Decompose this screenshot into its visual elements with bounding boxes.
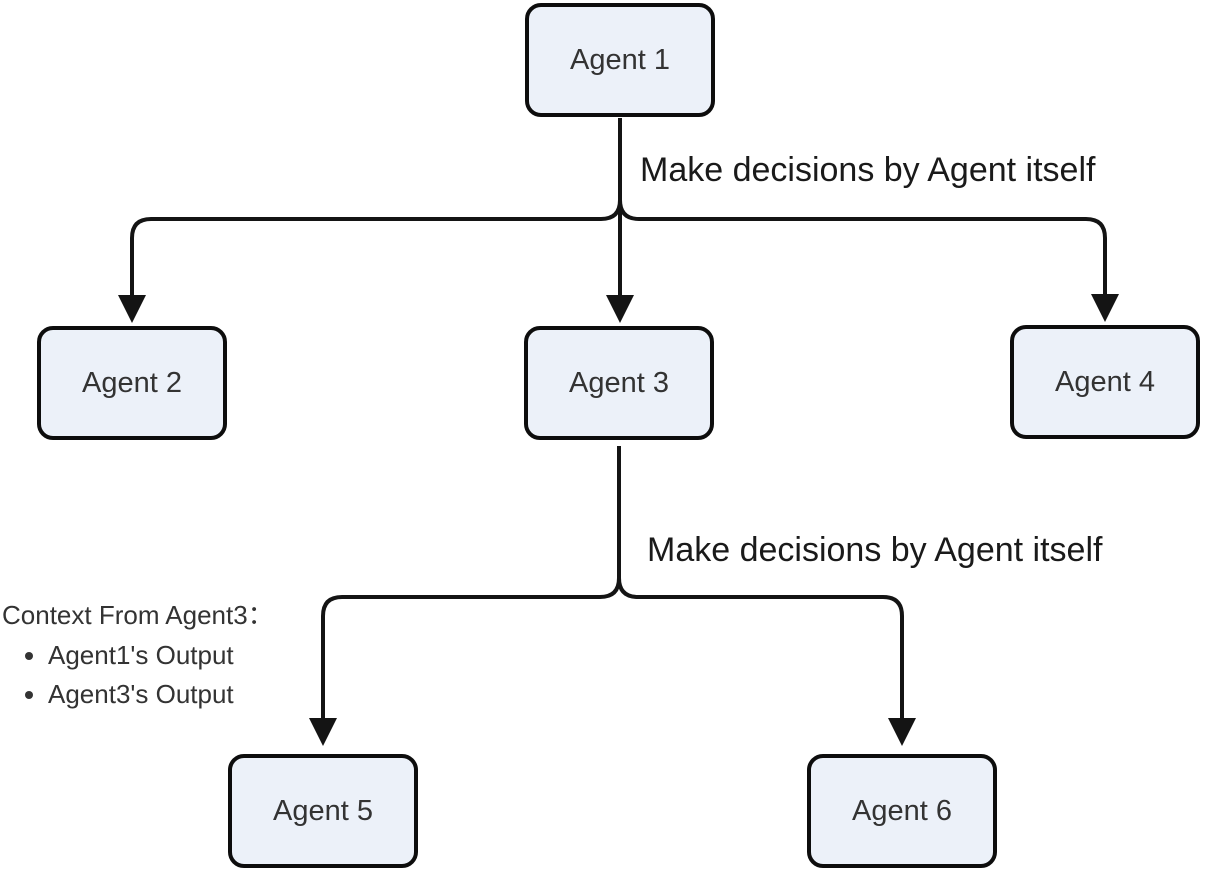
arrowhead-agent5	[309, 718, 337, 746]
node-agent-5: Agent 5	[228, 754, 418, 868]
node-agent-2-label: Agent 2	[82, 366, 182, 399]
context-note-title: Context From Agent3：	[2, 600, 274, 630]
arrowhead-agent6	[888, 718, 916, 746]
edge-label-bottom: Make decisions by Agent itself	[647, 531, 1103, 569]
node-agent-3: Agent 3	[524, 326, 714, 440]
edge-agent3-agent5	[321, 446, 621, 719]
arrowhead-agent4	[1091, 294, 1119, 322]
node-agent-1-label: Agent 1	[570, 43, 670, 76]
context-note: Context From Agent3： Agent1's Output Age…	[2, 600, 274, 719]
context-note-item: Agent1's Output	[48, 640, 274, 672]
edge-agent1-agent4	[618, 118, 1107, 295]
node-agent-5-label: Agent 5	[273, 794, 373, 827]
node-agent-4: Agent 4	[1010, 325, 1200, 439]
edge-agent1-agent2	[130, 118, 622, 296]
node-agent-6: Agent 6	[807, 754, 997, 868]
node-agent-1: Agent 1	[525, 3, 715, 117]
node-agent-6-label: Agent 6	[852, 794, 952, 827]
context-note-item: Agent3's Output	[48, 679, 274, 711]
node-agent-4-label: Agent 4	[1055, 365, 1155, 398]
edge-label-top: Make decisions by Agent itself	[640, 151, 1096, 189]
context-note-list: Agent1's Output Agent3's Output	[2, 640, 274, 711]
node-agent-2: Agent 2	[37, 326, 227, 440]
edge-agent3-agent6	[617, 446, 904, 719]
arrowhead-agent2	[118, 295, 146, 323]
node-agent-3-label: Agent 3	[569, 366, 669, 399]
arrowhead-agent3	[606, 295, 634, 323]
